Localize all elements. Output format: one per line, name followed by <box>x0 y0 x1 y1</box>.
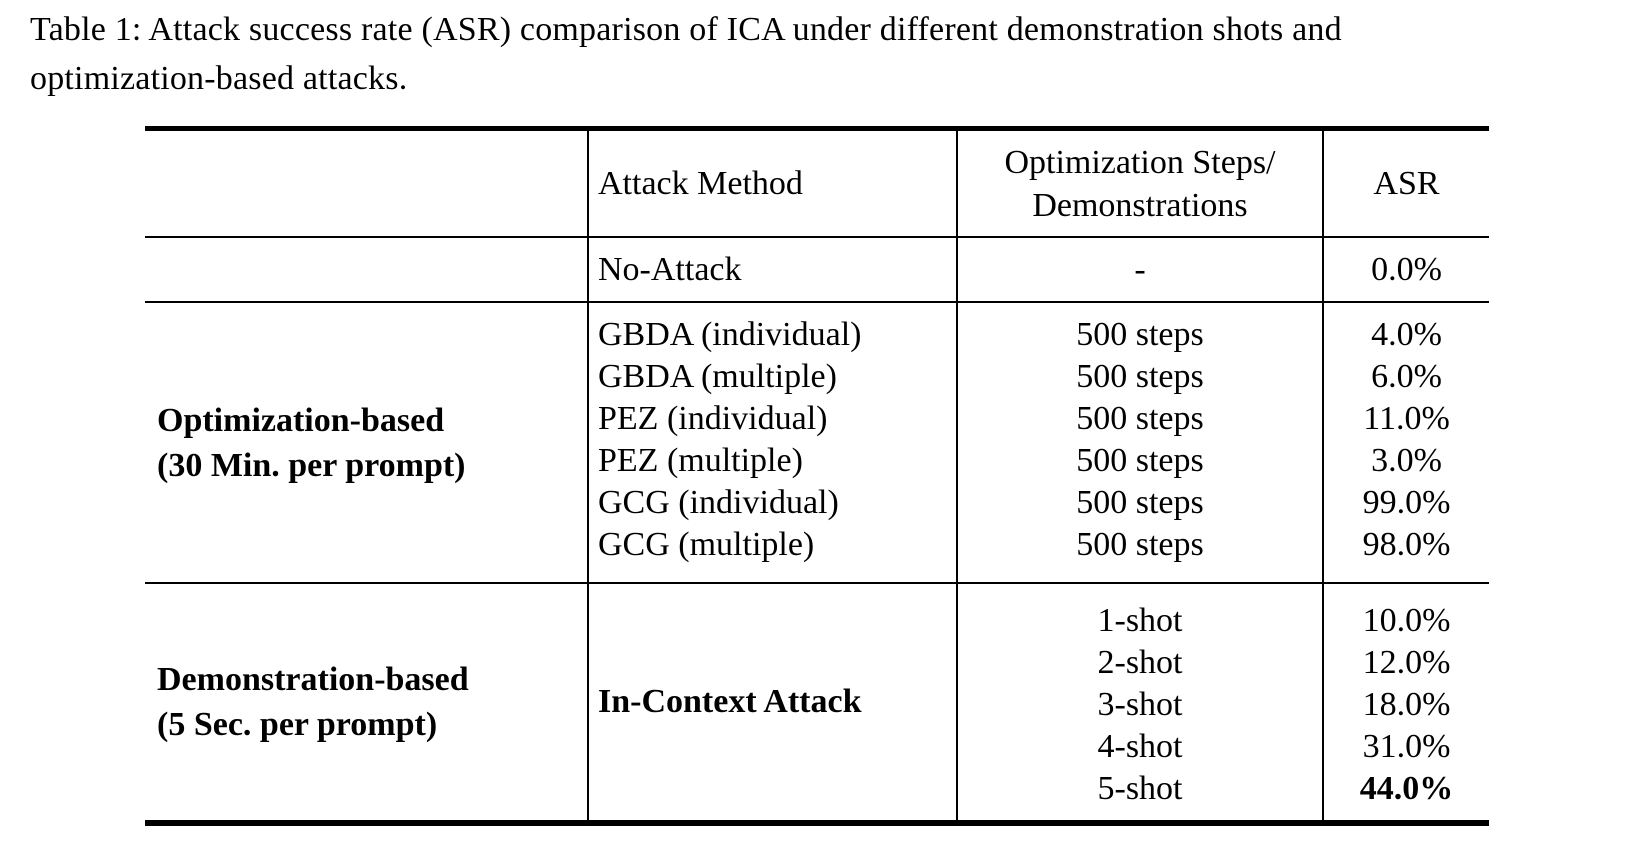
optimization-group-label-line1: Optimization-based <box>157 401 445 439</box>
shots-cell: 4-shot <box>1097 728 1183 765</box>
header-group-cell <box>145 131 587 236</box>
asr-cell: 98.0% <box>1362 526 1451 563</box>
steps-cell: 500 steps <box>1076 400 1204 437</box>
demonstration-based-section: Demonstration-based (5 Sec. per prompt) … <box>145 584 1489 820</box>
no-attack-row: No-Attack - 0.0% <box>145 238 1489 303</box>
header-attack-method: Attack Method <box>587 131 956 236</box>
asr-cell: 6.0% <box>1371 358 1442 395</box>
asr-cell: 99.0% <box>1362 484 1451 521</box>
header-steps-demos: Optimization Steps/ Demonstrations <box>956 131 1322 236</box>
optimization-asr-column: 4.0% 6.0% 11.0% 3.0% 99.0% 98.0% <box>1322 303 1489 582</box>
asr-cell: 12.0% <box>1362 644 1451 681</box>
in-context-attack-method: In-Context Attack <box>587 584 956 820</box>
attack-method-cell: PEZ (multiple) <box>598 442 803 479</box>
shots-cell: 2-shot <box>1097 644 1183 681</box>
optimization-group-label: Optimization-based (30 Min. per prompt) <box>145 303 587 582</box>
attack-method-cell: GBDA (multiple) <box>598 358 837 395</box>
asr-cell: 18.0% <box>1362 686 1451 723</box>
optimization-group-label-line2: (30 Min. per prompt) <box>157 446 466 484</box>
no-attack-asr: 0.0% <box>1322 238 1489 301</box>
header-steps-demos-line1: Optimization Steps/ <box>1004 143 1276 181</box>
shots-cell: 3-shot <box>1097 686 1183 723</box>
shots-cell: 1-shot <box>1097 602 1183 639</box>
demonstration-group-label-line1: Demonstration-based <box>157 661 469 698</box>
attack-method-cell: GCG (individual) <box>598 484 839 521</box>
shots-cell: 5-shot <box>1097 770 1183 807</box>
asr-cell: 3.0% <box>1371 442 1442 479</box>
steps-cell: 500 steps <box>1076 442 1204 479</box>
table-header-row: Attack Method Optimization Steps/ Demons… <box>145 131 1489 238</box>
demonstration-group-label-line2: (5 Sec. per prompt) <box>157 706 438 743</box>
asr-cell: 4.0% <box>1371 316 1442 353</box>
header-asr: ASR <box>1322 131 1489 236</box>
steps-cell: 500 steps <box>1076 358 1204 395</box>
demonstration-shots-column: 1-shot 2-shot 3-shot 4-shot 5-shot <box>956 584 1322 820</box>
no-attack-group-cell <box>145 238 587 301</box>
asr-cell: 10.0% <box>1362 602 1451 639</box>
steps-cell: 500 steps <box>1076 526 1204 563</box>
optimization-steps-column: 500 steps 500 steps 500 steps 500 steps … <box>956 303 1322 582</box>
table-caption: Table 1: Attack success rate (ASR) compa… <box>30 5 1590 103</box>
asr-cell: 31.0% <box>1362 728 1451 765</box>
demonstration-group-label: Demonstration-based (5 Sec. per prompt) <box>145 584 587 820</box>
attack-method-cell: GBDA (individual) <box>598 316 862 353</box>
steps-cell: 500 steps <box>1076 484 1204 521</box>
table-caption-line1: Table 1: Attack success rate (ASR) compa… <box>30 11 1342 48</box>
table-caption-line2: optimization-based attacks. <box>30 60 408 97</box>
attack-method-cell: PEZ (individual) <box>598 400 828 437</box>
header-steps-demos-line2: Demonstrations <box>1032 186 1248 224</box>
asr-cell: 11.0% <box>1363 400 1450 437</box>
asr-cell-best: 44.0% <box>1359 770 1454 807</box>
results-table: Attack Method Optimization Steps/ Demons… <box>145 126 1489 826</box>
no-attack-method: No-Attack <box>587 238 956 301</box>
optimization-method-column: GBDA (individual) GBDA (multiple) PEZ (i… <box>587 303 956 582</box>
attack-method-cell: GCG (multiple) <box>598 526 815 563</box>
demonstration-asr-column: 10.0% 12.0% 18.0% 31.0% 44.0% <box>1322 584 1489 820</box>
optimization-based-section: Optimization-based (30 Min. per prompt) … <box>145 303 1489 584</box>
no-attack-steps: - <box>956 238 1322 301</box>
steps-cell: 500 steps <box>1076 316 1204 353</box>
